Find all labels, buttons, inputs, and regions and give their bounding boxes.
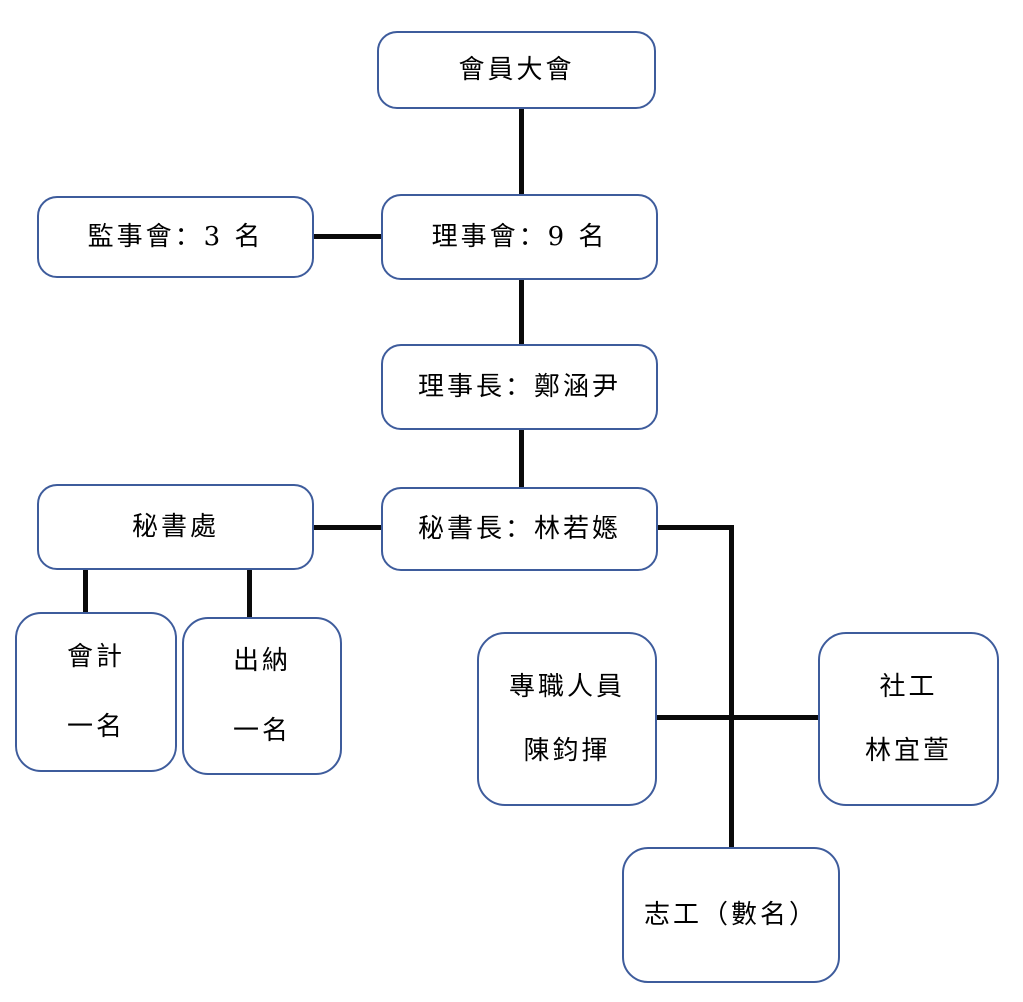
node-general-assembly-label: 會員大會 xyxy=(458,55,575,85)
connector-chairman-secretary-general xyxy=(519,427,524,490)
connector-secretary-general-right-branch xyxy=(655,525,734,530)
node-secretary-general: 秘書長：林若嫕 xyxy=(381,487,658,571)
connector-secretariat-accountant xyxy=(83,567,88,617)
node-accountant-title: 會計 xyxy=(66,642,125,672)
node-secretariat: 秘書處 xyxy=(37,484,314,570)
connector-directors-chairman xyxy=(519,278,524,347)
node-board-of-directors: 理事會：9 名 xyxy=(381,194,658,280)
node-social-worker-title: 社工 xyxy=(879,672,938,702)
node-general-assembly: 會員大會 xyxy=(377,31,656,109)
node-full-time-staff-title: 專職人員 xyxy=(508,672,625,702)
node-secretary-general-label: 秘書長：林若嫕 xyxy=(417,514,621,544)
node-volunteers-label: 志工（數名） xyxy=(643,900,818,930)
connector-staff-social-worker xyxy=(654,715,821,720)
node-board-of-directors-label: 理事會：9 名 xyxy=(431,222,608,252)
node-supervisory-board: 監事會：3 名 xyxy=(37,196,314,278)
node-cashier-title: 出納 xyxy=(232,646,291,676)
node-secretariat-label: 秘書處 xyxy=(131,512,219,542)
node-supervisory-board-label: 監事會：3 名 xyxy=(87,222,264,252)
connector-secretariat-cashier xyxy=(247,567,252,622)
node-chairman-label: 理事長：鄭涵尹 xyxy=(417,372,621,402)
node-accountant-count: 一名 xyxy=(66,712,125,742)
node-cashier: 出納 一名 xyxy=(182,617,342,775)
connector-assembly-directors xyxy=(519,107,524,197)
node-accountant: 會計 一名 xyxy=(15,612,177,772)
node-full-time-staff: 專職人員 陳鈞揮 xyxy=(477,632,657,806)
node-volunteers: 志工（數名） xyxy=(622,847,840,983)
node-chairman: 理事長：鄭涵尹 xyxy=(381,344,658,430)
node-social-worker-name: 林宜萱 xyxy=(864,736,952,766)
node-cashier-count: 一名 xyxy=(232,716,291,746)
connector-supervisors-directors xyxy=(311,234,384,239)
node-social-worker: 社工 林宜萱 xyxy=(818,632,999,806)
node-full-time-staff-name: 陳鈞揮 xyxy=(523,736,611,766)
connector-secretariat-secretary-general xyxy=(311,525,384,530)
connector-right-branch-volunteers xyxy=(729,525,734,852)
